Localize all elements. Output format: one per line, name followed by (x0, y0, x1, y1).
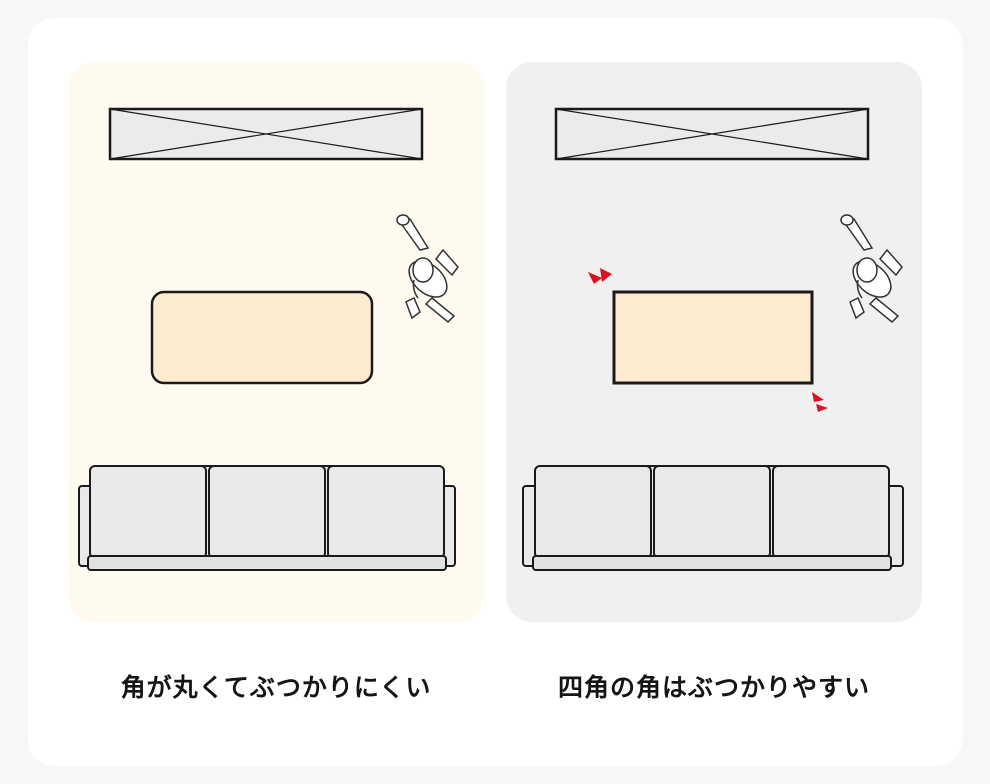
corner-warning-icon-top-left (588, 268, 612, 284)
caption-square: 四角の角はぶつかりやすい (557, 673, 870, 702)
floor-plan-square (522, 107, 904, 571)
rounded-coffee-table (150, 290, 374, 385)
sofa (78, 465, 456, 571)
square-coffee-table (612, 290, 814, 385)
person-figure (396, 214, 459, 324)
caption-rounded: 角が丸くてぶつかりにくい (120, 673, 432, 702)
tv-board (108, 107, 424, 161)
panel-rounded-table (68, 62, 484, 622)
sofa (522, 465, 904, 571)
panel-square-table (506, 62, 922, 622)
tv-board (554, 107, 870, 161)
person-figure (840, 214, 903, 324)
floor-plan-rounded (78, 107, 459, 571)
corner-warning-icon-bottom-right (812, 392, 828, 412)
